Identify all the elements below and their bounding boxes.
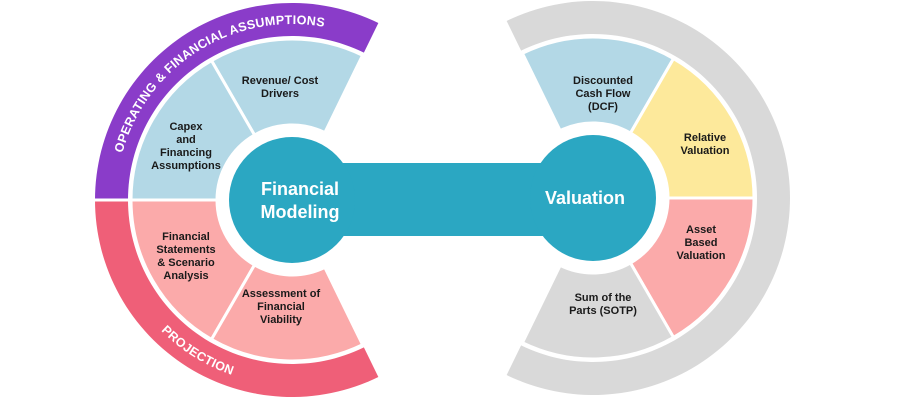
hub-label-line: Financial bbox=[261, 179, 339, 199]
segment-label-line: Valuation bbox=[681, 145, 730, 157]
segment-label-line: & Scenario bbox=[157, 257, 215, 269]
segment-label-line: Sum of the bbox=[575, 292, 632, 304]
segment-financial-viability bbox=[209, 262, 365, 363]
projection-band bbox=[95, 200, 379, 398]
segment-label-line: Statements bbox=[156, 244, 215, 256]
segment-label-line: Financial bbox=[257, 301, 305, 313]
segment-label-line: Asset bbox=[686, 224, 716, 236]
segment-label-line: (DCF) bbox=[588, 101, 618, 113]
segment-label-line: Analysis bbox=[163, 270, 208, 282]
segment-label-line: Parts (SOTP) bbox=[569, 305, 637, 317]
segment-relative-valuation bbox=[628, 56, 756, 200]
hub-label-line: Modeling bbox=[261, 202, 340, 222]
segment-label-line: Financing bbox=[160, 147, 212, 159]
segment-label-line: Relative bbox=[684, 132, 726, 144]
segment-label-line: Revenue/ Cost bbox=[242, 75, 319, 87]
segment-dcf bbox=[520, 35, 676, 136]
segment-financial-statements bbox=[129, 198, 257, 342]
segment-label-line: and bbox=[176, 134, 196, 146]
segment-capex-financing bbox=[129, 58, 257, 202]
valuation-hub-label: Valuation bbox=[545, 188, 625, 208]
segment-label-line: Discounted bbox=[573, 75, 633, 87]
segment-label-line: Financial bbox=[162, 231, 210, 243]
segment-label-line: Drivers bbox=[261, 88, 299, 100]
segment-label-line: Assumptions bbox=[151, 160, 221, 172]
segment-label-line: Assessment of bbox=[242, 288, 321, 300]
operating-financial-assumptions-band bbox=[95, 3, 379, 201]
segment-sotp bbox=[520, 260, 676, 361]
financial-modeling-hub bbox=[229, 137, 355, 263]
valuation-hub bbox=[530, 135, 656, 261]
segment-label-line: Capex bbox=[169, 121, 203, 133]
valuation-band bbox=[506, 1, 790, 396]
segment-asset-based-valuation bbox=[628, 196, 756, 340]
segment-label-line: Valuation bbox=[677, 250, 726, 262]
segment-label-line: Based bbox=[684, 237, 717, 249]
segment-label-line: Cash Flow bbox=[575, 88, 630, 100]
segment-label-line: Viability bbox=[260, 314, 303, 326]
